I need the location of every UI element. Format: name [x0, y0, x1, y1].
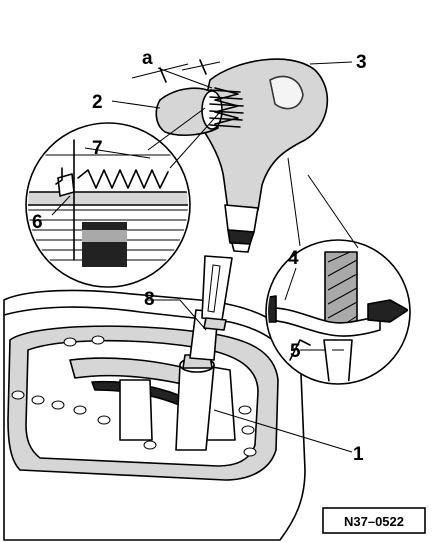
- release-button: [155, 87, 244, 137]
- shift-knob: [199, 58, 329, 253]
- callout-6: 6: [32, 212, 43, 233]
- callout-4: 4: [288, 248, 299, 269]
- detail-circle-right: [265, 157, 411, 385]
- callout-1: 1: [353, 444, 364, 465]
- reference-code-box: N37–0522: [322, 507, 426, 534]
- console-housing: [3, 289, 306, 541]
- callout-8: 8: [144, 289, 155, 310]
- callout-2: 2: [92, 92, 103, 113]
- callout-a: a: [142, 48, 153, 69]
- leader-lines: [51, 61, 353, 453]
- detail-circle-left: [25, 107, 221, 288]
- callout-3: 3: [356, 52, 367, 73]
- shift-lever-shaft: [175, 255, 233, 451]
- spring-coils: [209, 87, 244, 128]
- callout-5: 5: [290, 341, 301, 362]
- dimension-a: [131, 59, 221, 83]
- reference-code: N37–0522: [344, 514, 404, 529]
- gate-holes: [11, 335, 257, 457]
- callout-7: 7: [92, 138, 103, 159]
